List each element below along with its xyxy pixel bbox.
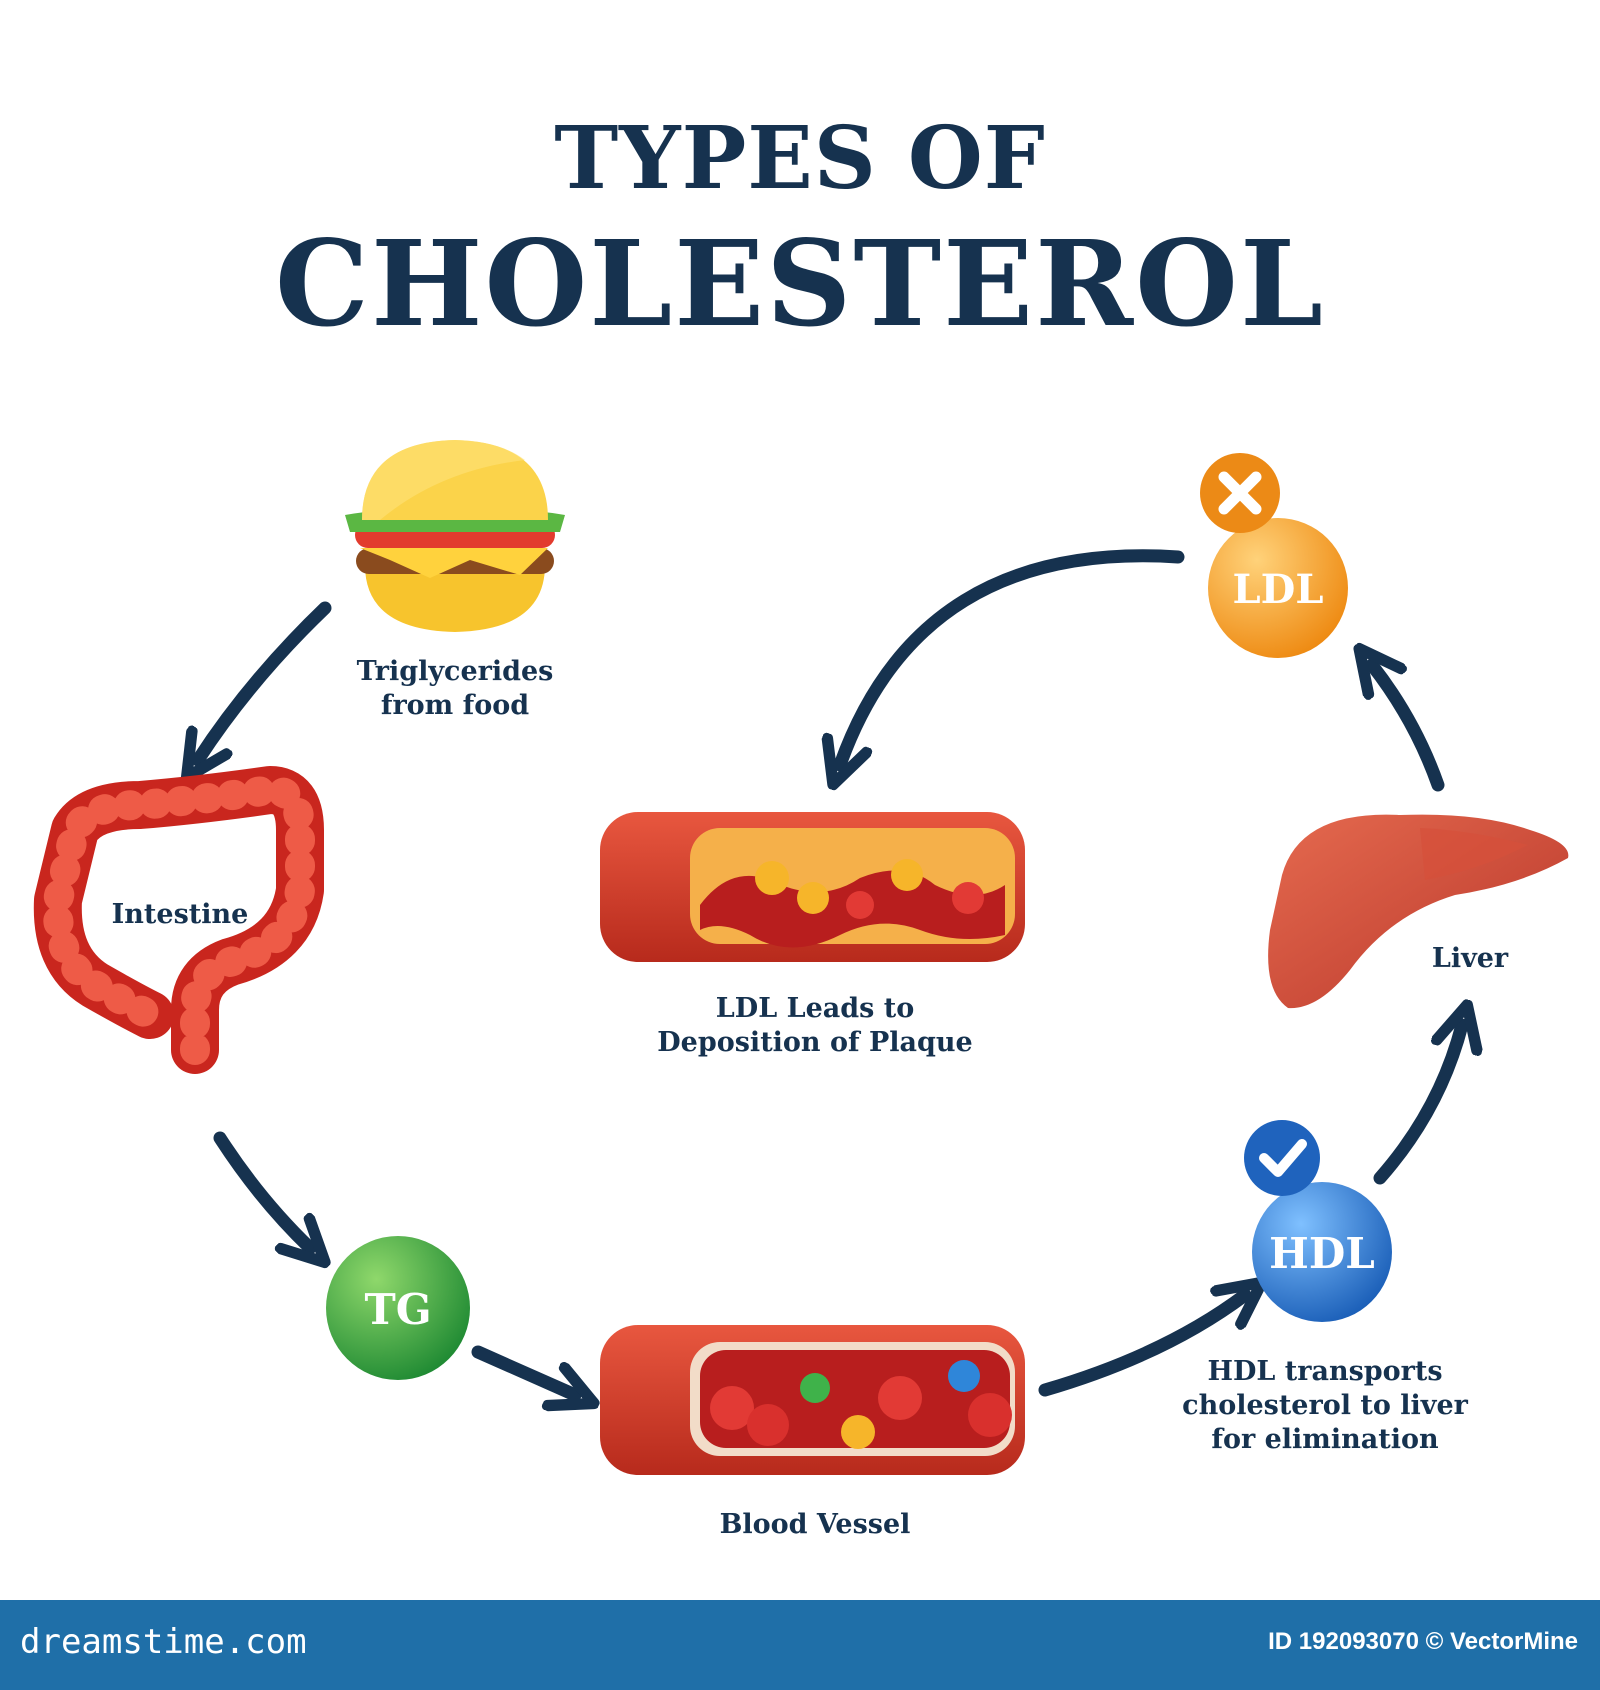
title-line-1: TYPES OF <box>554 108 1046 209</box>
tg-sphere <box>326 1236 470 1380</box>
arrow-hdl-to-liver <box>1373 1025 1462 1185</box>
arrow-ldl-to-plaque <box>840 549 1185 765</box>
food-label: Triglycerides from food <box>356 656 554 721</box>
arrow-liver-to-ldl <box>1372 665 1445 792</box>
plaque-vessel-icon <box>600 812 1025 962</box>
plaque-caption: LDL Leads to Deposition of Plaque <box>657 993 973 1058</box>
image-credit: ID 192093070 © VectorMine <box>1268 1628 1578 1655</box>
x-badge-icon <box>1200 453 1280 533</box>
footer-bar: dreamstime.com ID 192093070 © VectorMine <box>0 1600 1600 1690</box>
blood-vessel-icon <box>600 1325 1025 1475</box>
burger-icon <box>345 440 565 632</box>
liver-label: Liver <box>1431 943 1509 974</box>
ldl-sphere <box>1208 518 1348 658</box>
arrow-food-to-intestine <box>198 601 332 760</box>
ldl-label: LDL <box>1233 566 1324 613</box>
arrow-vessel-to-hdl <box>1038 1295 1245 1397</box>
check-badge-icon <box>1244 1120 1320 1196</box>
hdl-sphere <box>1252 1182 1392 1322</box>
arrow-intestine-to-tg <box>213 1131 310 1248</box>
intestine-label: Intestine <box>111 899 249 930</box>
liver-icon <box>1268 814 1569 1009</box>
hdl-label: HDL <box>1269 1229 1375 1278</box>
hdl-caption: HDL transports cholesterol to liver for … <box>1182 1356 1468 1455</box>
title-line-2: CHOLESTEROL <box>275 214 1325 353</box>
intestine-icon <box>33 766 324 1074</box>
brand-watermark: dreamstime.com <box>20 1622 307 1662</box>
diagram-graphics: TG HDL LDL <box>33 440 1569 1475</box>
blood-vessel-label: Blood Vessel <box>719 1509 911 1540</box>
tg-label: TG <box>364 1285 431 1334</box>
arrow-tg-to-vessel <box>471 1345 575 1395</box>
cycle-arrows <box>198 549 1462 1397</box>
